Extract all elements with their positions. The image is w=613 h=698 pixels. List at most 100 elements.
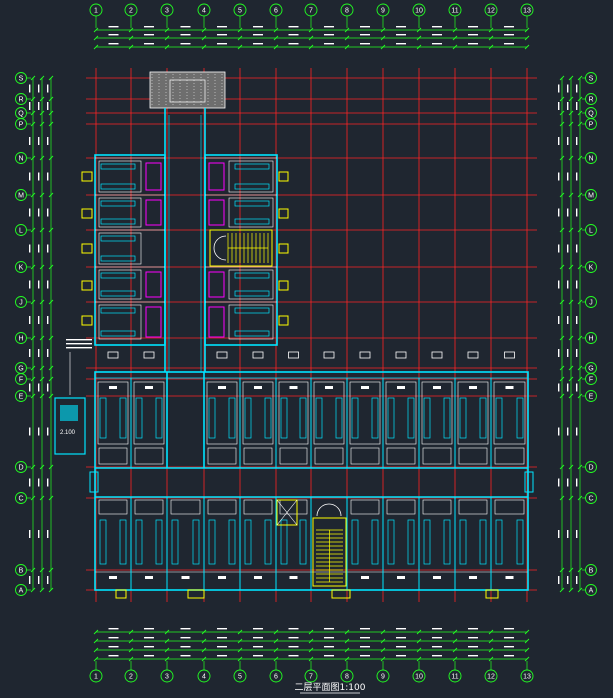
- axis-label-top: 3: [165, 8, 169, 15]
- dimension-value-mark: [29, 316, 31, 324]
- dimension-tick: [488, 647, 494, 653]
- bed: [407, 519, 415, 565]
- dimension-tick: [39, 299, 45, 305]
- dimension-value-mark: [558, 208, 560, 217]
- dimension-value-mark: [576, 172, 578, 181]
- window-marker: [89, 471, 99, 493]
- dimension-tick: [39, 155, 45, 161]
- dimension-tick: [568, 121, 574, 127]
- elevation-marker: 2.100: [54, 397, 86, 455]
- dimension-value-mark: [558, 383, 560, 392]
- bed: [100, 183, 136, 190]
- dimension-value-mark: [567, 244, 569, 253]
- bathroom-fixture: [145, 162, 162, 191]
- dimension-tick: [568, 264, 574, 270]
- axis-bubble-top-1: [89, 3, 103, 17]
- dimension-tick: [559, 567, 565, 573]
- axis-label-bottom: 12: [487, 674, 495, 681]
- dimension-tick: [488, 35, 494, 41]
- dimension-value-mark: [108, 637, 119, 639]
- axis-label-right: B: [589, 568, 594, 575]
- dimension-value-mark: [576, 137, 578, 145]
- dimension-value-mark: [29, 102, 31, 110]
- dimension-value-mark: [217, 637, 227, 639]
- axis-label-bottom: 3: [165, 674, 169, 681]
- axis-label-left: E: [19, 394, 24, 401]
- dimension-value-mark: [108, 655, 119, 657]
- dimension-tick: [524, 647, 530, 653]
- axis-label-left: G: [18, 366, 23, 373]
- bathroom-fixture: [208, 162, 225, 191]
- axis-label-left: L: [19, 228, 23, 235]
- dimension-tick: [273, 638, 279, 644]
- room-interior: [493, 381, 526, 445]
- axis-label-right: P: [589, 122, 594, 129]
- bed: [443, 397, 451, 439]
- dimension-tick: [128, 629, 134, 635]
- axis-label-bottom: 5: [238, 674, 242, 681]
- dimension-tick: [577, 96, 583, 102]
- door-marker: [485, 589, 499, 599]
- bathroom: [350, 447, 380, 465]
- axis-bubble-bottom-11: [448, 669, 462, 683]
- room-label-mark: [505, 576, 514, 579]
- dimension-value-mark: [108, 26, 119, 28]
- axis-label-right: N: [588, 156, 593, 163]
- dimension-value-mark: [504, 26, 514, 28]
- dimension-value-mark: [47, 530, 49, 538]
- bathroom: [279, 447, 308, 465]
- dimension-tick: [577, 376, 583, 382]
- dimension-tick: [30, 567, 36, 573]
- axis-label-left: R: [18, 97, 23, 104]
- bed: [479, 397, 487, 439]
- dimension-value-mark: [180, 646, 191, 648]
- dimension-tick: [30, 376, 36, 382]
- dimension-tick: [308, 27, 314, 33]
- dimension-value-mark: [180, 655, 191, 657]
- bed: [100, 235, 136, 242]
- dimension-tick: [39, 75, 45, 81]
- dimension-tick: [237, 27, 243, 33]
- dimension-value-mark: [396, 628, 406, 630]
- axis-bubble-top-9: [376, 3, 390, 17]
- room-label-mark: [109, 576, 117, 579]
- dimension-value-mark: [253, 628, 263, 630]
- dimension-value-mark: [29, 84, 31, 93]
- bed: [234, 200, 270, 207]
- bathroom-fixture: [145, 306, 162, 338]
- bed: [234, 307, 270, 314]
- dimension-value-mark: [360, 646, 370, 648]
- dimension-value-mark: [47, 137, 49, 145]
- axis-bubble-bottom-2: [124, 669, 138, 683]
- dimension-tick: [48, 227, 54, 233]
- dimension-value-mark: [38, 349, 40, 357]
- dimension-tick: [30, 96, 36, 102]
- dimension-tick: [568, 299, 574, 305]
- dimension-tick: [128, 35, 134, 41]
- room-label-mark: [325, 386, 333, 389]
- room-label-mark: [469, 576, 477, 579]
- dimension-tick: [568, 335, 574, 341]
- dimension-value-mark: [576, 244, 578, 253]
- window-marker: [395, 351, 407, 359]
- dimension-tick: [48, 155, 54, 161]
- dimension-value-mark: [576, 530, 578, 538]
- bathroom: [207, 499, 237, 515]
- dimension-tick: [452, 629, 458, 635]
- dimension-lines: [29, 26, 583, 662]
- axis-label-bottom: 8: [345, 674, 349, 681]
- dimension-tick: [201, 629, 207, 635]
- dimension-value-mark: [253, 34, 263, 36]
- dimension-tick: [577, 335, 583, 341]
- dimension-value-mark: [468, 43, 478, 45]
- bed: [99, 519, 107, 565]
- dimension-tick: [568, 192, 574, 198]
- axis-label-bottom: 2: [129, 674, 133, 681]
- dimension-tick: [416, 647, 422, 653]
- dimension-tick: [164, 629, 170, 635]
- dimension-tick: [559, 75, 565, 81]
- dimension-value-mark: [468, 637, 478, 639]
- bathroom: [494, 447, 525, 465]
